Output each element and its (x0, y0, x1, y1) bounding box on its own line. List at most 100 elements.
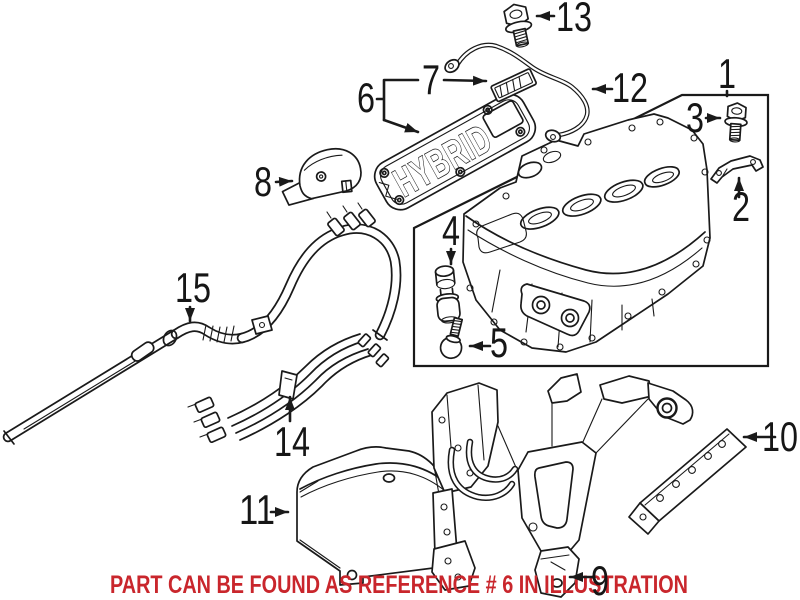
hybrid-cover-left-detail (378, 181, 398, 200)
main-unit-flange-lower (467, 229, 703, 287)
harness-15-stripe (23, 351, 151, 430)
bracket-9-left-foot (431, 540, 476, 591)
bolt-3-tip (729, 137, 741, 143)
harness-15-mount-hole (258, 321, 266, 329)
flange-bolt-13-drawing (503, 3, 533, 48)
callout-13-label: 13 (556, 0, 592, 40)
bracket-9-foot (534, 546, 580, 598)
harness-15-mount-tab (251, 315, 273, 335)
mount-bracket-9-drawing (431, 373, 694, 598)
valve-4-body (436, 296, 461, 323)
valve-4-mid (436, 278, 456, 290)
callout-1-label: 1 (718, 50, 736, 97)
cover-11-outline (296, 446, 450, 586)
harness-14-plug-3 (206, 426, 227, 444)
cover-11-left-crease (299, 480, 319, 493)
plate-10-holes (656, 440, 726, 502)
flange-bolt-3-drawing (724, 102, 748, 143)
cover-11-crown-line (299, 462, 447, 490)
cap-8-dome (298, 147, 362, 200)
callout-15-label: 15 (175, 264, 211, 311)
callout-5-label: 5 (490, 319, 508, 366)
bracket-9-left-foot-holes (444, 557, 462, 581)
harness-14-clamp (278, 370, 298, 400)
main-unit-left-pocket (476, 212, 527, 254)
harness-14-end-connector-2 (367, 343, 382, 358)
hybrid-cover-screws (379, 104, 526, 206)
cap-8-screw-dot (318, 174, 324, 179)
valve-4-upper-sides (434, 269, 456, 286)
plate-10-tab-hole (639, 513, 647, 521)
bracket-9-strut (517, 441, 597, 554)
callout-8-label: 8 (254, 158, 272, 205)
callout-layer: 1 2 3 4 5 6 7 8 9 10 11 12 13 14 15 (175, 0, 798, 600)
harness-15-connector-2 (343, 211, 361, 231)
cable-12-ring-terminal-right (544, 129, 562, 143)
bracket-9-bushing-inner (661, 402, 673, 414)
main-unit-connector-ports (531, 295, 580, 328)
harness-15-corrugation (202, 324, 235, 343)
cover-11-bottom-line (299, 539, 341, 569)
bolt-5-head-top (445, 334, 461, 344)
cable-12-ring-hole-right (550, 134, 556, 140)
caption-text: PART CAN BE FOUND AS REFERENCE # 6 IN IL… (110, 571, 688, 599)
main-unit-bolt-holes (466, 118, 711, 351)
plate-10-inner-edge (644, 433, 730, 506)
plate-10-bar (639, 428, 747, 522)
callout-12-label: 12 (612, 64, 648, 111)
label-plate-drawing (490, 68, 537, 103)
valve-4-cap (434, 265, 455, 278)
harness-15-end-cap (3, 430, 15, 445)
hybrid-cover-body (373, 93, 537, 211)
harness-15-clamp (130, 341, 155, 362)
bracket-9-strut-hole (528, 522, 538, 532)
callout-6-bracket (375, 78, 420, 122)
bolt-3-hex-head (726, 102, 747, 122)
main-unit-boss-2 (542, 150, 562, 164)
label-plate-inner (494, 72, 533, 99)
cover-11-hole (382, 473, 396, 483)
harness-14-drawing (187, 333, 390, 444)
callout-10-label: 10 (762, 413, 798, 460)
callout-14-label: 14 (274, 418, 310, 465)
callout-7-label: 7 (422, 56, 440, 103)
bracket-2-bend-line (721, 168, 728, 178)
bracket-2-holes (716, 159, 756, 176)
callout-6-label: 6 (357, 74, 375, 121)
callout-3-label: 3 (686, 94, 704, 141)
cover-11-tab-hole (346, 569, 358, 581)
callout-6-arrow (382, 118, 420, 134)
callout-9-label: 9 (591, 557, 609, 600)
harness-14-end-connector-1 (357, 333, 372, 348)
cap-8-tab-line (345, 180, 348, 193)
bracket-9-foot-hole (551, 578, 563, 588)
harness-15-connector-1 (327, 217, 345, 237)
harness-14-plug-1 (194, 396, 215, 414)
cable-12-inner (455, 43, 589, 137)
bracket-9-strut-slot (533, 461, 574, 529)
bolt-3-hex-top (731, 107, 743, 115)
cover-11-crown-line-2 (300, 470, 446, 498)
harness-15-drawing (2, 202, 402, 445)
bracket-9-top-tab-2 (599, 375, 653, 404)
main-unit-boss-1 (517, 161, 543, 179)
bracket-9-bushing (656, 397, 678, 419)
harness-15-loop-end-cap (372, 329, 388, 341)
vent-valve-4-drawing (434, 265, 461, 324)
callout-8-arrow (274, 176, 294, 187)
bolt-3-threads (729, 125, 742, 137)
label-plate-hatch (499, 76, 522, 98)
cap-8-drawing (281, 147, 362, 206)
cable-12-ring-terminal-left (444, 58, 460, 74)
harness-14-clamp-line (284, 377, 293, 381)
hybrid-cover-inner (380, 99, 530, 205)
plate-10-tab (628, 502, 660, 535)
cap-8-crease (303, 154, 343, 171)
main-unit-drawing (462, 113, 711, 353)
harness-14-bundle (227, 333, 373, 441)
harness-14-end-connector-3 (375, 353, 390, 368)
bracket-2-body (710, 155, 764, 184)
main-unit-flange-upper (465, 215, 706, 275)
bracket-9-top-tab-1 (547, 373, 582, 404)
harness-15-clip (162, 329, 178, 347)
